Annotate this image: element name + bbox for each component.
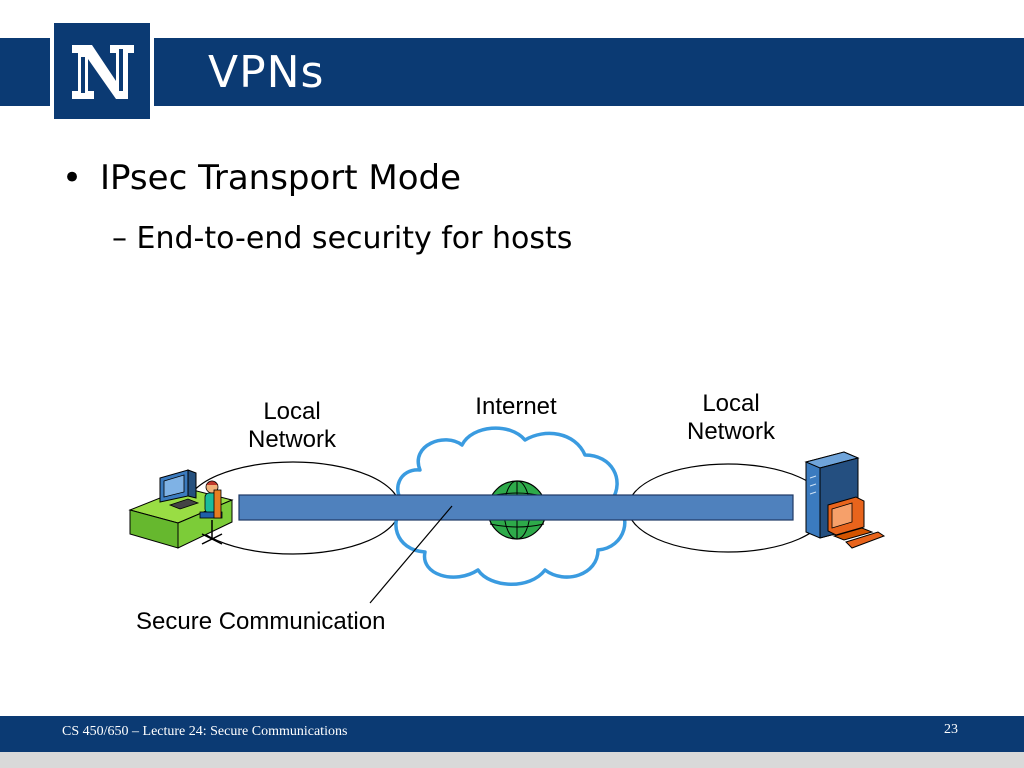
logo — [50, 19, 154, 123]
desktop-computer-icon — [827, 496, 886, 549]
sub-bullet-marker: – — [112, 221, 127, 256]
slide-title: VPNs — [208, 47, 325, 98]
left-network-label: Local Network — [247, 398, 337, 453]
bullet-marker: • — [62, 158, 83, 198]
sub-bullet-text: End-to-end security for hosts — [136, 221, 573, 256]
sub-bullet-item: – End-to-end security for hosts — [112, 221, 572, 256]
callout-line — [369, 505, 453, 604]
internet-label: Internet — [475, 393, 557, 420]
workstation-user-icon — [128, 469, 234, 549]
secure-communication-label: Secure Communication — [136, 608, 386, 635]
page-number: 23 — [944, 722, 958, 737]
bullet-item: • IPsec Transport Mode — [62, 158, 461, 198]
logo-n-icon — [54, 23, 150, 119]
bottom-strip — [0, 752, 1024, 768]
title-bar — [0, 38, 1024, 106]
right-network-label: Local Network — [686, 390, 776, 445]
footer-bar — [0, 716, 1024, 752]
secure-tunnel-bar — [238, 494, 794, 521]
bullet-text: IPsec Transport Mode — [100, 158, 462, 198]
footer-course-title: CS 450/650 – Lecture 24: Secure Communic… — [62, 724, 348, 739]
